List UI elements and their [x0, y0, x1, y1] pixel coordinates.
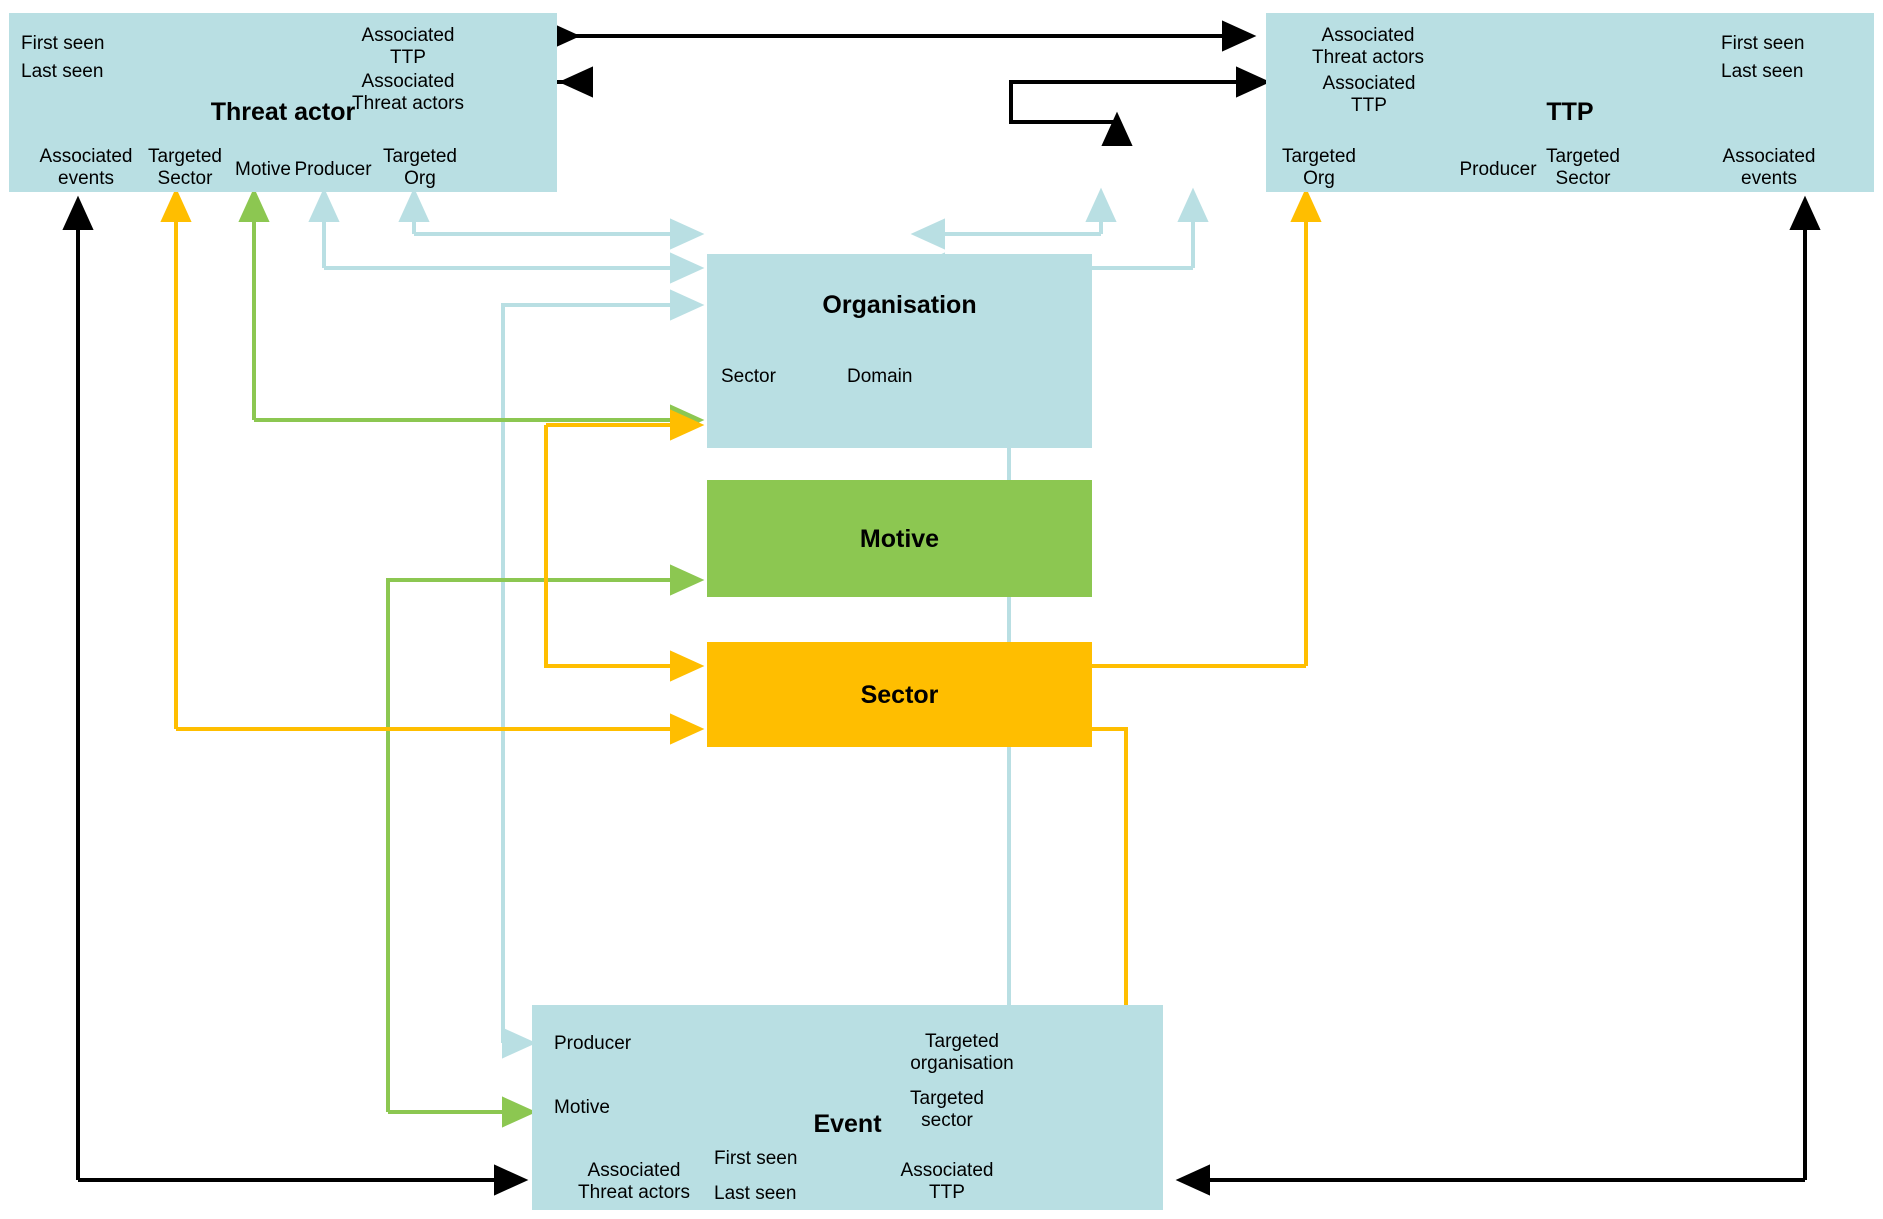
attr-threat-actor-associated-events: Associated events: [39, 146, 133, 189]
attr-threat-actor-associated-ttp: Associated TTP: [361, 25, 455, 68]
edge-ta-targeted-org-organisation: [398, 187, 705, 250]
edge-event-producer-organisation: [501, 289, 705, 1059]
attr-organisation-domain: Domain: [847, 366, 913, 387]
attr-organisation-sector: Sector: [721, 366, 776, 387]
node-ttp-title: TTP: [1546, 98, 1594, 126]
node-ttp[interactable]: TTP Associated Threat actors Associated …: [1266, 13, 1874, 192]
attr-threat-actor-first-seen: First seen: [21, 33, 105, 54]
node-sector-title: Sector: [860, 681, 939, 709]
attr-event-first-seen: First seen: [714, 1148, 798, 1169]
attr-event-associated-threat-actors: Associated Threat actors: [578, 1160, 690, 1203]
node-threat-actor[interactable]: Threat actor First seen Last seen Associ…: [9, 13, 557, 192]
attr-ttp-targeted-sector: Targeted Sector: [1546, 146, 1620, 189]
attr-ttp-associated-ttp: Associated TTP: [1322, 73, 1416, 116]
edge-ttp-targeted-org-organisation: [910, 187, 1117, 250]
attr-ttp-targeted-org: Targeted Org: [1282, 146, 1356, 189]
attr-threat-actor-motive: Motive: [235, 159, 291, 180]
node-motive-title: Motive: [859, 525, 940, 553]
node-organisation-title: Organisation: [822, 291, 977, 319]
edge-ta-producer-organisation: [308, 187, 705, 284]
node-event-title: Event: [813, 1110, 882, 1138]
attr-event-associated-ttp: Associated TTP: [900, 1160, 994, 1203]
edge-organisation-sector-sector: [544, 409, 705, 682]
attr-event-last-seen: Last seen: [714, 1183, 797, 1204]
attr-ttp-last-seen: Last seen: [1721, 61, 1804, 82]
attr-ttp-associated-events: Associated events: [1722, 146, 1816, 189]
attr-threat-actor-producer: Producer: [294, 159, 372, 180]
attr-event-targeted-organisation: Targeted organisation: [910, 1031, 1014, 1074]
attr-threat-actor-last-seen: Last seen: [21, 61, 104, 82]
edge-ta-targeted-sector-sector: [160, 187, 705, 745]
edge-ta-motive-motive: [238, 187, 705, 436]
attr-event-targeted-sector: Targeted sector: [910, 1088, 984, 1131]
attr-event-motive: Motive: [554, 1097, 610, 1118]
node-event[interactable]: Event Producer Targeted organisation Mot…: [532, 1005, 1163, 1210]
node-sector[interactable]: Sector: [707, 642, 1092, 747]
attr-ttp-first-seen: First seen: [1721, 33, 1805, 54]
attr-threat-actor-associated-threat-actors: Associated Threat actors: [352, 71, 464, 114]
attr-threat-actor-targeted-sector: Targeted Sector: [148, 146, 222, 189]
edge-ttp-associated-events-event: [1175, 195, 1821, 1196]
attr-ttp-producer: Producer: [1459, 159, 1537, 180]
attr-threat-actor-targeted-org: Targeted Org: [383, 146, 457, 189]
node-motive[interactable]: Motive: [707, 480, 1092, 597]
node-threat-actor-title: Threat actor: [210, 98, 356, 126]
attr-ttp-associated-threat-actors: Associated Threat actors: [1312, 25, 1424, 68]
attr-event-producer: Producer: [554, 1033, 632, 1054]
node-organisation[interactable]: Organisation Sector Domain: [707, 254, 1092, 448]
edge-ttp-self-loop: [1009, 66, 1271, 146]
edge-ta-associated-events-event: [62, 195, 529, 1196]
